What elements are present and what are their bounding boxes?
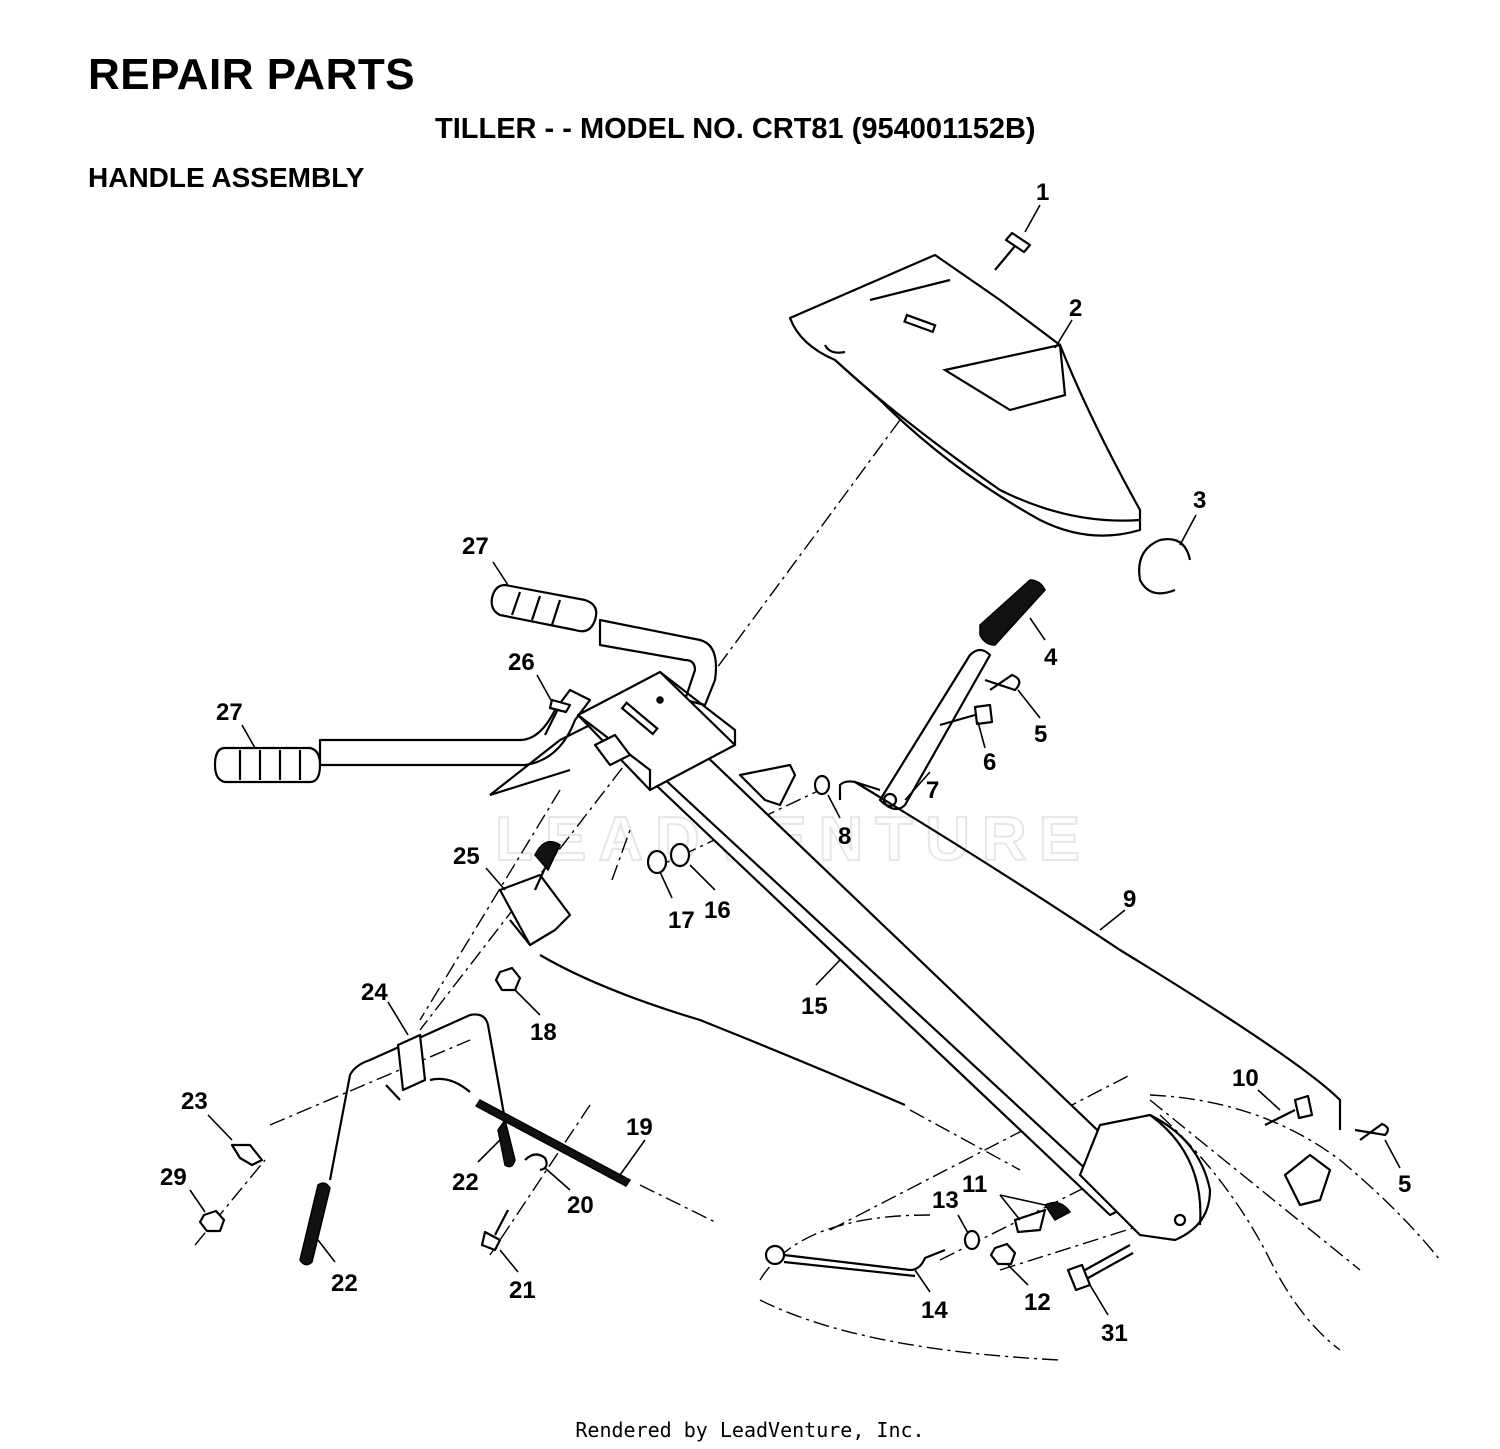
callout-31: 31 xyxy=(1101,1320,1128,1347)
washer-part-16 xyxy=(669,842,691,868)
callout-20: 20 xyxy=(567,1192,594,1219)
callout-1: 1 xyxy=(1036,179,1049,206)
section-title: HANDLE ASSEMBLY xyxy=(88,162,365,193)
callout-15: 15 xyxy=(801,993,828,1020)
depth-lever-part-14 xyxy=(764,1244,946,1278)
cable-clip-part-23 xyxy=(230,1143,264,1167)
cable-clip-part-20 xyxy=(524,1153,548,1172)
handle-base-bracket xyxy=(1078,1113,1212,1242)
callout-10: 10 xyxy=(1232,1065,1259,1092)
clutch-bracket-part-25 xyxy=(498,840,572,947)
washer-part-13 xyxy=(963,1229,981,1251)
callout-2: 2 xyxy=(1069,295,1082,322)
hairpin-clip-part-5-lower xyxy=(1354,1122,1389,1141)
callout-12: 12 xyxy=(1024,1289,1051,1316)
bolt-part-31 xyxy=(1066,1244,1134,1292)
handle-clamp-bracket xyxy=(576,670,797,807)
callout-19: 19 xyxy=(626,1114,653,1141)
handlebar-grip-part-27-lower xyxy=(213,746,322,784)
grip-part-22-upper xyxy=(497,1118,516,1168)
callout-27-upper: 27 xyxy=(462,533,489,560)
handle-panel-part-2 xyxy=(788,253,1142,537)
screw-part-1 xyxy=(994,231,1032,271)
handlebar xyxy=(318,618,718,797)
callout-18: 18 xyxy=(530,1019,557,1046)
height-ratchet-part-11 xyxy=(1013,1201,1072,1234)
callout-5-lower: 5 xyxy=(1398,1171,1411,1198)
nut-part-12 xyxy=(989,1242,1017,1266)
callout-25: 25 xyxy=(453,843,480,870)
callout-24: 24 xyxy=(361,979,388,1006)
callout-numbers: 1 2 3 4 5 6 7 8 9 10 11 12 13 14 15 16 1… xyxy=(160,179,1411,1347)
clutch-bail-part-24 xyxy=(328,1013,507,1181)
callout-22-upper: 22 xyxy=(452,1169,479,1196)
callout-6: 6 xyxy=(983,749,996,776)
handlebar-grip-part-27-upper xyxy=(490,583,598,633)
nut-part-29 xyxy=(198,1209,226,1233)
callout-17: 17 xyxy=(668,907,695,934)
shift-rod-part-9 xyxy=(838,780,1342,1130)
spacer-part-8 xyxy=(813,774,831,796)
callout-21: 21 xyxy=(509,1277,536,1304)
callout-13: 13 xyxy=(932,1187,959,1214)
screw-part-21 xyxy=(480,1209,509,1252)
callout-27-lower: 27 xyxy=(216,699,243,726)
callout-8: 8 xyxy=(838,823,851,850)
washer-part-17 xyxy=(646,849,668,875)
callout-5-upper: 5 xyxy=(1034,721,1047,748)
callout-3: 3 xyxy=(1193,487,1206,514)
control-cable xyxy=(539,954,906,1107)
leader-lines xyxy=(189,204,1401,1316)
bolt-part-6 xyxy=(939,703,994,727)
footer-credit: Rendered by LeadVenture, Inc. xyxy=(575,1418,925,1442)
callout-4: 4 xyxy=(1044,644,1058,671)
bolt-part-26 xyxy=(544,698,572,736)
callout-29: 29 xyxy=(160,1164,187,1191)
callout-23: 23 xyxy=(181,1088,208,1115)
hairpin-clip-part-5-upper xyxy=(984,673,1021,692)
model-subtitle: TILLER - - MODEL NO. CRT81 (954001152B) xyxy=(435,113,1036,145)
callout-11: 11 xyxy=(962,1171,987,1198)
callout-16: 16 xyxy=(704,897,731,924)
snap-ring-part-3 xyxy=(1138,538,1192,595)
callout-22-lower: 22 xyxy=(331,1270,358,1297)
callout-14: 14 xyxy=(921,1297,948,1324)
cable-part-19 xyxy=(429,1077,632,1187)
shift-grip-part-4 xyxy=(979,579,1046,646)
callout-26: 26 xyxy=(508,649,535,676)
callout-7: 7 xyxy=(926,777,939,804)
bolt-part-10 xyxy=(1264,1094,1314,1126)
shift-bracket xyxy=(1283,1153,1332,1207)
callout-9: 9 xyxy=(1123,886,1136,913)
grip-part-22-lower xyxy=(299,1182,331,1266)
page-title: REPAIR PARTS xyxy=(88,50,416,99)
nut-part-18 xyxy=(494,966,522,992)
